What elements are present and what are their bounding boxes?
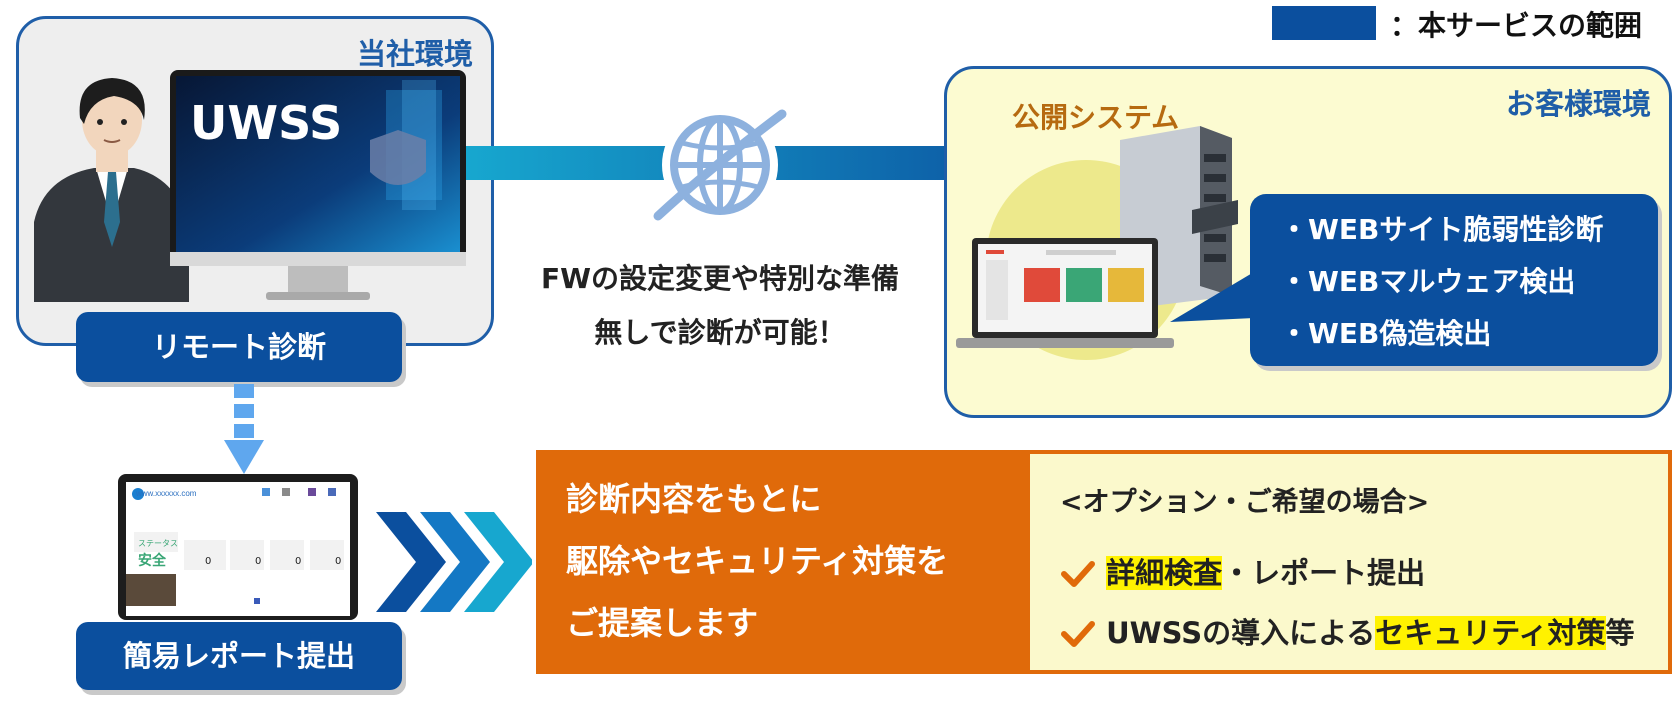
option-item-detail-highlight: 詳細検査 xyxy=(1106,556,1223,590)
uwss-screen-title: UWSS xyxy=(190,96,343,150)
option-item-security-post: 等 xyxy=(1605,616,1635,650)
company-environment-label: 当社環境 xyxy=(356,37,473,71)
laptop-shop-icon xyxy=(956,238,1174,348)
service-list-bubble: ・WEBサイト脆弱性診断 ・WEBマルウェア検出 ・WEB偽造検出 xyxy=(1250,194,1658,366)
report-count-4: 0 xyxy=(335,556,342,567)
option-item-detail-rest: ・レポート提出 xyxy=(1222,556,1426,590)
down-arrow xyxy=(224,384,264,474)
option-item-security-highlight: セキュリティ対策 xyxy=(1375,616,1606,650)
option-item-security-pre: UWSSの導入による xyxy=(1106,616,1376,650)
legend-label: ：本サービスの範囲 xyxy=(1390,9,1643,42)
option-item-detail: 詳細検査・レポート提出 xyxy=(1060,550,1425,592)
no-config-note-line1: FWの設定変更や特別な準備 xyxy=(540,262,899,295)
report-laptop xyxy=(118,474,358,620)
check-icon xyxy=(1061,561,1095,587)
proposal-line-3: ご提案します xyxy=(566,604,759,642)
report-status-label: ステータス xyxy=(138,539,178,548)
service-item-forgery: ・WEB偽造検出 xyxy=(1280,317,1492,350)
proposal-panel: 診断内容をもとに 駆除やセキュリティ対策を ご提案します xyxy=(536,450,1026,674)
proposal-line-2: 駆除やセキュリティ対策を xyxy=(566,542,949,580)
report-status-value: 安全 xyxy=(138,552,166,568)
report-count-1: 0 xyxy=(205,556,212,567)
option-panel: <オプション・ご希望の場合> 詳細検査・レポート提出 UWSSの導入によるセキュ… xyxy=(1026,450,1672,674)
no-config-note-line2: 無しで診断が可能！ xyxy=(594,316,846,349)
globe-icon xyxy=(653,107,787,223)
remote-diagnosis-label: リモート診断 xyxy=(76,312,402,382)
option-title: <オプション・ご希望の場合> xyxy=(1060,487,1430,518)
report-count-2: 0 xyxy=(255,556,262,567)
legend-swatch xyxy=(1272,6,1376,40)
monitor-illustration xyxy=(170,70,466,300)
chevron-arrows-icon xyxy=(376,512,532,612)
option-item-security: UWSSの導入によるセキュリティ対策等 xyxy=(1060,610,1635,652)
report-count-3: 0 xyxy=(295,556,302,567)
report-site-name: www.xxxxxx.com xyxy=(136,489,197,498)
service-item-malware: ・WEBマルウェア検出 xyxy=(1280,265,1576,298)
check-icon xyxy=(1061,621,1095,647)
customer-environment-label: お客様環境 xyxy=(1505,87,1651,121)
bubble-tail xyxy=(1170,272,1254,322)
public-system-label: 公開システム xyxy=(1012,101,1180,134)
proposal-line-1: 診断内容をもとに xyxy=(566,480,822,518)
simple-report-label: 簡易レポート提出 xyxy=(76,622,402,690)
no-config-note: FWの設定変更や特別な準備 無しで診断が可能！ xyxy=(500,252,940,360)
businessman-illustration xyxy=(34,78,189,302)
service-item-vulnerability: ・WEBサイト脆弱性診断 xyxy=(1280,213,1604,246)
